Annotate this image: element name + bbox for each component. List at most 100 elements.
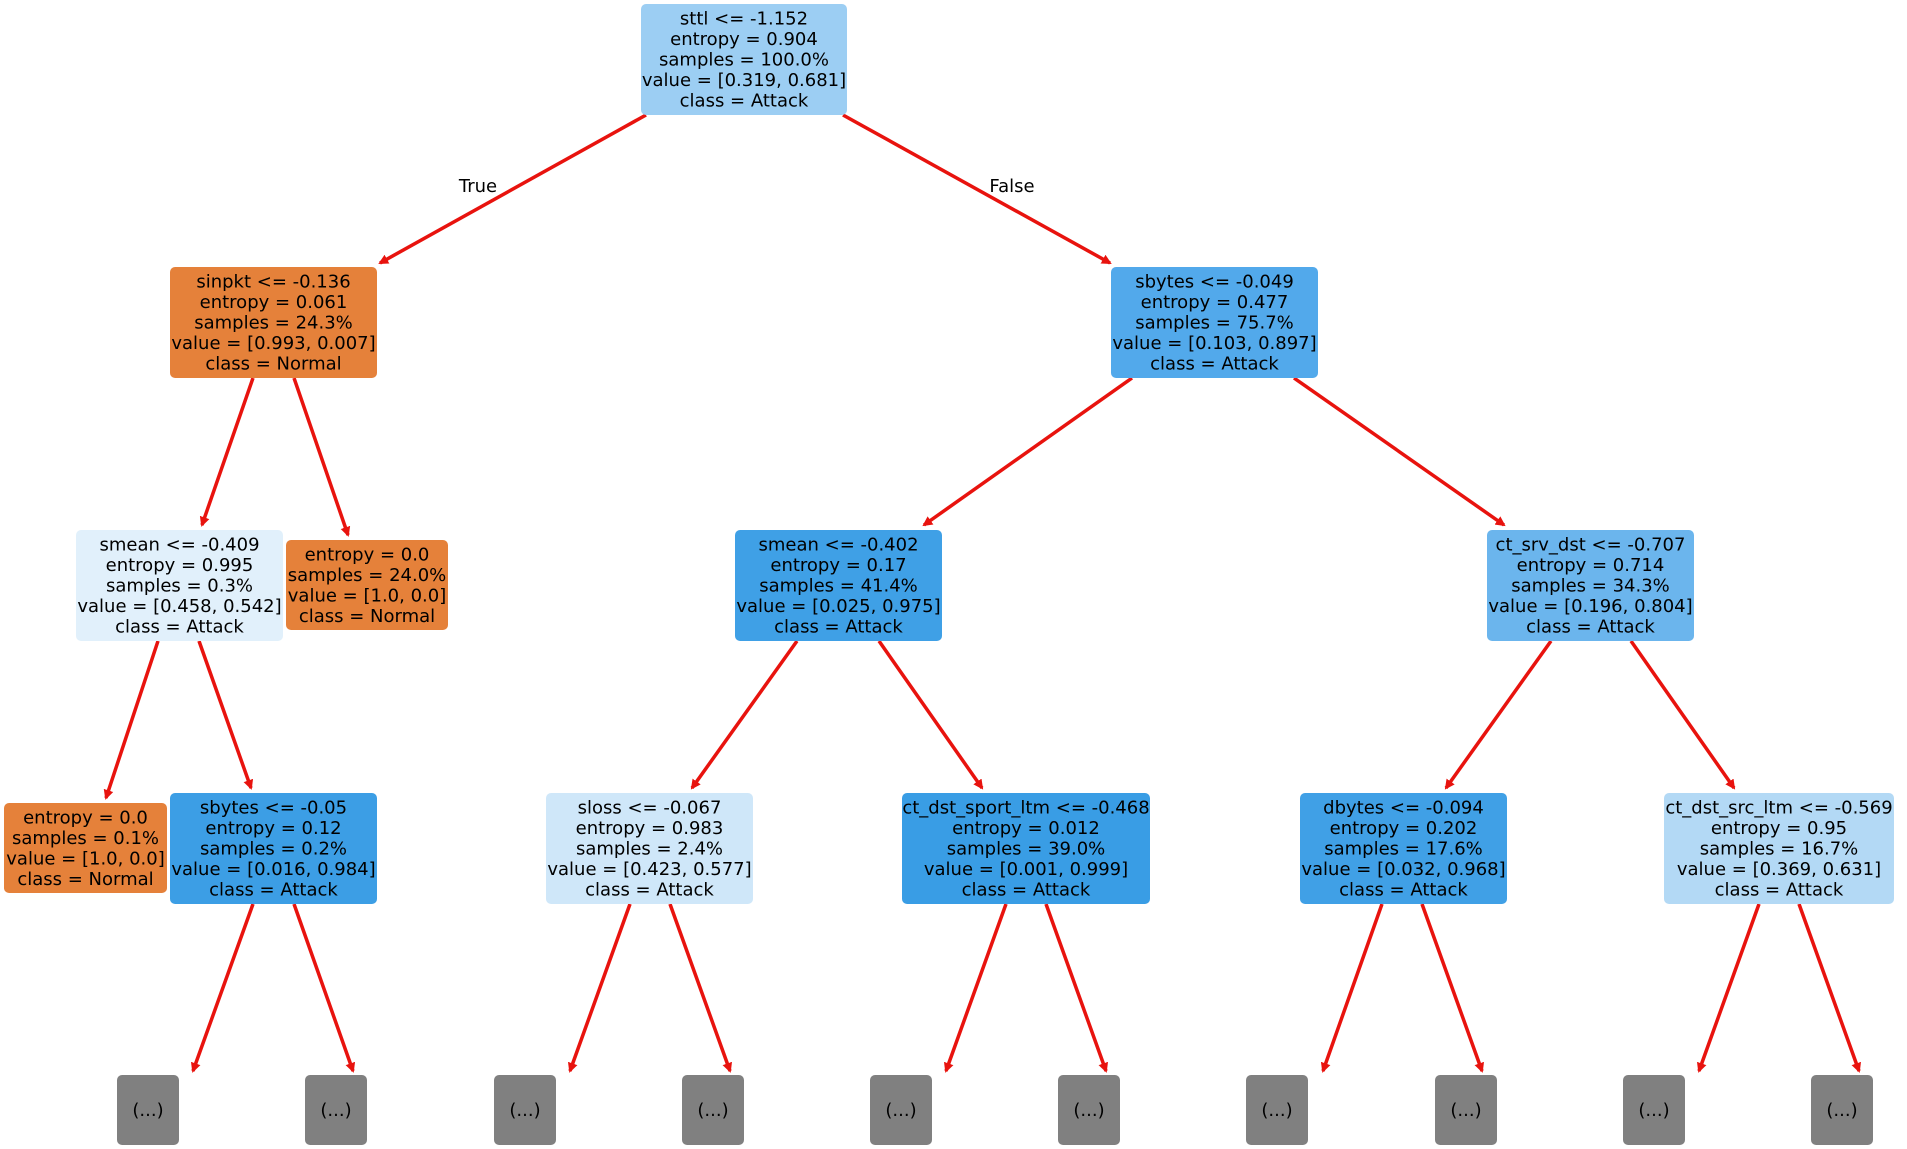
node-text-line: samples = 2.4%	[576, 839, 723, 860]
node-text-line: value = [0.196, 0.804]	[1488, 596, 1692, 617]
node-text-line: class = Attack	[774, 617, 903, 638]
truncated-node: (...)	[117, 1075, 179, 1145]
node-text-line: value = [0.423, 0.577]	[547, 859, 751, 880]
node-text-line: value = [0.369, 0.631]	[1677, 859, 1881, 880]
truncated-node-box	[1435, 1075, 1497, 1145]
truncated-node-label: (...)	[1826, 1100, 1857, 1121]
node-text-line: sbytes <= -0.049	[1135, 272, 1294, 293]
tree-edge-arrow	[103, 640, 160, 800]
node-text-line: ct_srv_dst <= -0.707	[1496, 535, 1686, 556]
truncated-node-label: (...)	[509, 1100, 540, 1121]
node-text-line: value = [0.458, 0.542]	[77, 596, 281, 617]
node-text-line: value = [0.319, 0.681]	[642, 70, 846, 91]
node-text-line: dbytes <= -0.094	[1323, 798, 1484, 819]
tree-edge-arrow	[567, 903, 632, 1073]
tree-edge-arrow	[1696, 903, 1761, 1073]
truncated-node-box	[1246, 1075, 1308, 1145]
node-text-line: class = Attack	[1526, 617, 1655, 638]
node-text-line: entropy = 0.995	[106, 555, 254, 576]
node-text-line: value = [0.001, 0.999]	[924, 859, 1128, 880]
node-text-line: entropy = 0.714	[1517, 555, 1665, 576]
tree-edge-arrow	[690, 639, 799, 790]
node-box	[286, 540, 448, 630]
node-text-line: samples = 0.2%	[200, 839, 347, 860]
node-box	[902, 793, 1150, 904]
truncated-node: (...)	[1435, 1075, 1497, 1145]
node-text-line: entropy = 0.061	[200, 292, 348, 313]
truncated-node-box	[1623, 1075, 1685, 1145]
node-text-line: samples = 39.0%	[947, 839, 1106, 860]
node-text-line: class = Attack	[1715, 880, 1844, 901]
truncated-node: (...)	[305, 1075, 367, 1145]
truncated-node-label: (...)	[1638, 1100, 1669, 1121]
node-text-line: samples = 0.1%	[12, 828, 159, 849]
truncated-node-label: (...)	[1450, 1100, 1481, 1121]
node-text-line: entropy = 0.983	[576, 818, 724, 839]
tree-edge-arrow	[1320, 903, 1384, 1073]
node-text-line: class = Normal	[17, 869, 153, 890]
truncated-node: (...)	[494, 1075, 556, 1145]
tree-edge-arrow	[292, 903, 356, 1073]
truncated-node: (...)	[682, 1075, 744, 1145]
node-text-line: entropy = 0.0	[305, 544, 430, 565]
truncated-node-label: (...)	[697, 1100, 728, 1121]
node-text-line: class = Attack	[585, 880, 714, 901]
truncated-node-box	[1058, 1075, 1120, 1145]
truncated-node-label: (...)	[320, 1100, 351, 1121]
truncated-node-box	[1811, 1075, 1873, 1145]
node-text-line: samples = 24.3%	[194, 313, 353, 334]
node-text-line: entropy = 0.477	[1141, 292, 1289, 313]
tree-edge-arrow	[1420, 903, 1485, 1073]
node-text-line: samples = 16.7%	[1700, 839, 1859, 860]
truncated-node-label: (...)	[132, 1100, 163, 1121]
node-text-line: sinpkt <= -0.136	[196, 272, 350, 293]
node-box	[1300, 793, 1507, 904]
tree-edge-arrow	[922, 376, 1134, 527]
truncated-node: (...)	[1811, 1075, 1873, 1145]
node-text-line: sttl <= -1.152	[680, 9, 808, 30]
node-text-line: smean <= -0.402	[758, 535, 918, 556]
node-text-line: entropy = 0.17	[770, 555, 906, 576]
truncated-node: (...)	[1246, 1075, 1308, 1145]
node-text-line: class = Attack	[680, 91, 809, 112]
tree-edge-arrow	[943, 903, 1008, 1073]
node-text-line: entropy = 0.95	[1711, 818, 1847, 839]
tree-edge-arrow	[292, 377, 351, 537]
tree-edge-arrow	[842, 113, 1112, 265]
node-text-line: samples = 41.4%	[759, 576, 918, 597]
node-text-line: samples = 34.3%	[1511, 576, 1670, 597]
node-text-line: samples = 24.0%	[288, 565, 447, 586]
node-text-line: samples = 17.6%	[1324, 839, 1483, 860]
truncated-node-box	[305, 1075, 367, 1145]
tree-edge-arrow	[1629, 639, 1736, 790]
tree-edges	[103, 113, 1862, 1073]
truncated-node-label: (...)	[885, 1100, 916, 1121]
tree-edge-arrow	[877, 639, 984, 790]
node-box	[641, 4, 847, 115]
node-text-line: value = [0.016, 0.984]	[171, 859, 375, 880]
node-box	[170, 267, 377, 378]
truncated-node-box	[117, 1075, 179, 1145]
node-text-line: smean <= -0.409	[99, 535, 259, 556]
node-text-line: value = [0.993, 0.007]	[171, 333, 375, 354]
node-text-line: class = Attack	[115, 617, 244, 638]
node-text-line: sbytes <= -0.05	[200, 798, 347, 819]
tree-edge-arrow	[378, 113, 647, 265]
node-text-line: value = [1.0, 0.0]	[6, 848, 164, 869]
node-text-line: value = [0.025, 0.975]	[736, 596, 940, 617]
node-text-line: class = Attack	[1339, 880, 1468, 901]
node-text-line: class = Normal	[299, 606, 435, 627]
node-box	[1664, 793, 1894, 904]
node-text-line: ct_dst_sport_ltm <= -0.468	[902, 798, 1149, 819]
true-edge-label: True	[458, 176, 497, 197]
node-box	[1111, 267, 1318, 378]
node-text-line: entropy = 0.0	[23, 807, 148, 828]
